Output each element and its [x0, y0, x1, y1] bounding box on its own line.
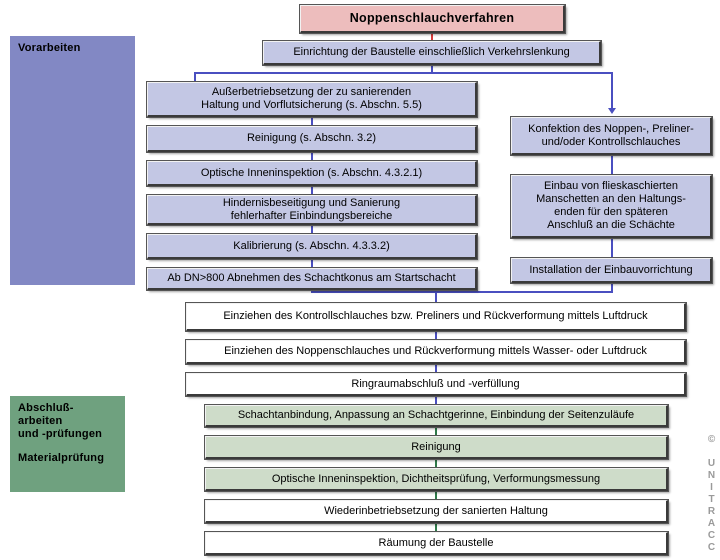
- connector-right-exit: [611, 283, 613, 292]
- phase-label-abschlussarbeiten: Abschluß- arbeiten und -prüfungen Materi…: [10, 396, 125, 492]
- flow-box-label: Reinigung: [411, 440, 461, 453]
- flow-box-left-0[interactable]: Außerbetriebsetzung der zu sanierenden H…: [146, 81, 478, 118]
- connector-main-2: [435, 364, 437, 373]
- flow-box-label: Noppenschlauchverfahren: [349, 11, 515, 25]
- flow-box-label: Optische Inneninspektion (s. Abschn. 4.3…: [200, 166, 423, 179]
- connector-branch-right: [611, 72, 613, 110]
- arrowhead-right-branch: [608, 108, 616, 114]
- connector-left-4: [311, 225, 313, 234]
- connector-left-2: [311, 152, 313, 161]
- flow-box-right-2[interactable]: Installation der Einbauvorrichtung: [510, 257, 713, 284]
- connector-branch-left: [194, 72, 196, 82]
- flow-box-label: Reinigung (s. Abschn. 3.2): [246, 132, 377, 144]
- connector-completion-3: [435, 491, 437, 500]
- flow-box-left-5[interactable]: Ab DN>800 Abnehmen des Schachtkonus am S…: [146, 267, 478, 291]
- flow-box-label: Ringraumabschluß und -verfüllung: [351, 377, 520, 390]
- phase-line: Vorarbeiten: [18, 42, 81, 54]
- flow-box-label: Ab DN>800 Abnehmen des Schachtkonus am S…: [167, 272, 456, 284]
- flow-box-label: Installation der Einbauvorrichtung: [529, 263, 693, 276]
- flow-box-main-1[interactable]: Einziehen des Noppenschlauches und Rückv…: [185, 339, 687, 365]
- connector-main-1: [435, 331, 437, 340]
- flow-box-completion-1[interactable]: Reinigung: [204, 435, 669, 460]
- connector-right-1: [611, 155, 613, 175]
- flow-box-completion-2[interactable]: Optische Inneninspektion, Dichtheitsprüf…: [204, 467, 669, 492]
- flow-box-setup[interactable]: Einrichtung der Baustelle einschließlich…: [262, 40, 602, 66]
- connector-title-to-setup: [431, 33, 433, 41]
- connector-completion-1: [435, 427, 437, 436]
- flow-box-completion-0[interactable]: Schachtanbindung, Anpassung an Schachtge…: [204, 404, 669, 428]
- flow-box-label: Schachtanbindung, Anpassung an Schachtge…: [237, 409, 635, 421]
- flow-box-right-0[interactable]: Konfektion des Noppen-, Preliner- und/od…: [510, 116, 713, 156]
- watermark-unitracc: © UNITRACC: [706, 434, 717, 554]
- flow-box-right-1[interactable]: Einbau von flieskaschierten Manschetten …: [510, 174, 713, 239]
- connector-split-horizontal: [194, 72, 613, 74]
- flow-box-label: Hindernisbeseitigung und Sanierung fehle…: [222, 196, 401, 222]
- connector-completion-2: [435, 459, 437, 468]
- connector-left-5: [311, 259, 313, 268]
- flow-box-left-4[interactable]: Kalibrierung (s. Abschn. 4.3.3.2): [146, 233, 478, 260]
- flow-box-completion-4[interactable]: Räumung der Baustelle: [204, 531, 669, 556]
- phase-line: und -prüfungen: [18, 428, 103, 440]
- connector-left-1: [311, 117, 313, 126]
- phase-line: Materialprüfung: [18, 452, 105, 464]
- connector-left-3: [311, 186, 313, 195]
- flow-box-label: Einziehen des Noppenschlauches und Rückv…: [224, 345, 647, 357]
- flow-box-label: Einziehen des Kontrollschlauches bzw. Pr…: [223, 310, 648, 322]
- flow-box-label: Konfektion des Noppen-, Preliner- und/od…: [528, 122, 694, 148]
- phase-line: Abschluß-: [18, 402, 74, 414]
- flow-box-label: Einbau von flieskaschierten Manschetten …: [536, 180, 686, 231]
- connector-right-2: [611, 238, 613, 258]
- connector-setup-down: [431, 65, 433, 73]
- flow-box-left-3[interactable]: Hindernisbeseitigung und Sanierung fehle…: [146, 194, 478, 226]
- flow-box-label: Außerbetriebsetzung der zu sanierenden H…: [201, 86, 422, 111]
- flow-box-main-0[interactable]: Einziehen des Kontrollschlauches bzw. Pr…: [185, 302, 687, 332]
- phase-spacer: [18, 441, 117, 452]
- flow-box-completion-3[interactable]: Wiederinbetriebsetzung der sanierten Hal…: [204, 499, 669, 524]
- flow-box-left-2[interactable]: Optische Inneninspektion (s. Abschn. 4.3…: [146, 160, 478, 187]
- flow-box-label: Einrichtung der Baustelle einschließlich…: [293, 46, 570, 58]
- flow-box-label: Optische Inneninspektion, Dichtheitsprüf…: [271, 472, 601, 485]
- flow-box-title[interactable]: Noppenschlauchverfahren: [299, 4, 566, 34]
- connector-main-3: [435, 396, 437, 405]
- phase-line: arbeiten: [18, 415, 63, 427]
- flow-box-left-1[interactable]: Reinigung (s. Abschn. 3.2): [146, 125, 478, 153]
- flow-box-main-2[interactable]: Ringraumabschluß und -verfüllung: [185, 372, 687, 397]
- connector-merge-down: [435, 291, 437, 303]
- flow-box-label: Wiederinbetriebsetzung der sanierten Hal…: [324, 504, 548, 517]
- connector-completion-4: [435, 523, 437, 532]
- flow-box-label: Räumung der Baustelle: [378, 536, 494, 549]
- phase-label-vorarbeiten: Vorarbeiten: [10, 36, 135, 285]
- flow-box-label: Kalibrierung (s. Abschn. 4.3.3.2): [233, 239, 390, 252]
- connector-merge-horizontal: [311, 291, 613, 293]
